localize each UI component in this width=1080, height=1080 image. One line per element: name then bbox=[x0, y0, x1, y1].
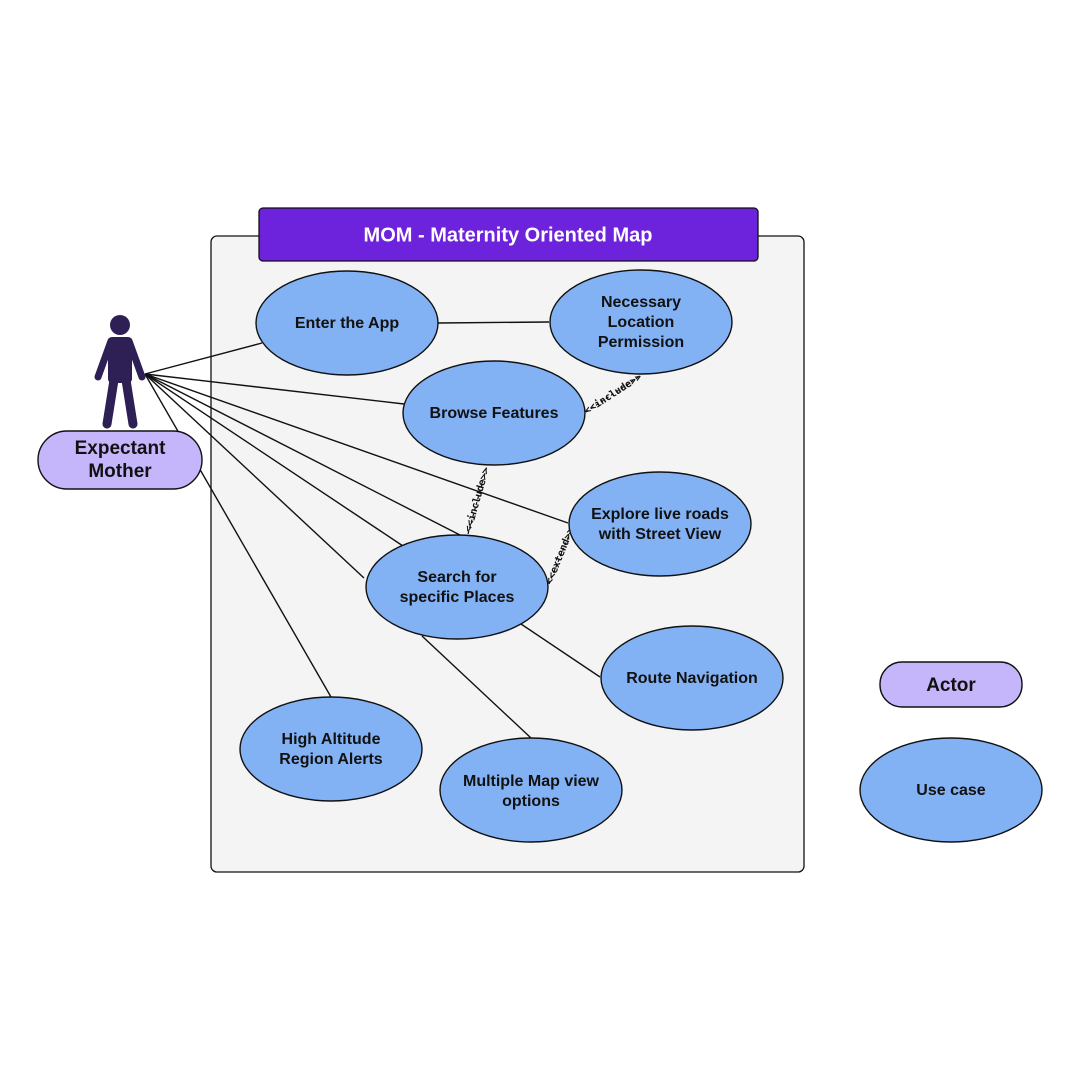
use-case-enter-app[interactable]: Enter the App bbox=[255, 270, 439, 376]
associations bbox=[144, 342, 569, 698]
use-case-high-altitude[interactable]: High Altitude Region Alerts bbox=[239, 696, 423, 802]
dependency-links bbox=[467, 375, 641, 585]
use-case-street-view[interactable]: Explore live roads with Street View bbox=[568, 471, 752, 577]
use-case-label: with Street View bbox=[598, 526, 722, 543]
actor-figure-icon bbox=[94, 315, 146, 429]
use-case-browse-features[interactable]: Browse Features bbox=[402, 360, 586, 466]
use-case-route-navigation[interactable]: Route Navigation bbox=[600, 625, 784, 731]
assoc-search-places-c bbox=[144, 373, 365, 579]
use-case-label: High Altitude bbox=[282, 731, 381, 748]
use-case-label: Explore live roads bbox=[591, 506, 729, 523]
link-search-mapviews bbox=[421, 635, 532, 739]
assoc-enter-app bbox=[144, 342, 263, 375]
use-case-location-permission[interactable]: Necessary Location Permission bbox=[549, 269, 733, 375]
use-case-label: options bbox=[502, 793, 560, 810]
legend-actor-label: Actor bbox=[926, 675, 976, 696]
use-case-label: Multiple Map view bbox=[463, 773, 600, 790]
use-case-label: specific Places bbox=[400, 589, 515, 606]
legend-use-case-label: Use case bbox=[916, 782, 985, 799]
assoc-search-places-b bbox=[144, 373, 404, 547]
use-case-search-places[interactable]: Search for specific Places bbox=[365, 534, 549, 640]
link-search-route bbox=[520, 623, 601, 678]
assoc-search-places-a bbox=[144, 373, 461, 536]
use-case-links bbox=[421, 321, 601, 739]
include-permission-line bbox=[585, 375, 641, 413]
use-case-map-views[interactable]: Multiple Map view options bbox=[439, 737, 623, 843]
actor-label: Expectant bbox=[75, 438, 166, 459]
legend-use-case: Use case bbox=[859, 737, 1043, 843]
extend-street-view-line bbox=[548, 527, 573, 585]
assoc-street-view bbox=[144, 373, 569, 524]
use-case-label: Permission bbox=[598, 334, 684, 351]
use-case-label: Browse Features bbox=[430, 405, 559, 422]
use-case-label: Region Alerts bbox=[279, 751, 383, 768]
assoc-browse-features bbox=[144, 373, 405, 405]
assoc-high-altitude bbox=[144, 373, 332, 698]
use-case-label: Search for bbox=[417, 569, 496, 586]
legend-actor: Actor bbox=[879, 661, 1023, 708]
use-case-label: Location bbox=[608, 314, 675, 331]
link-enter-permission bbox=[437, 321, 550, 324]
actor-label: Mother bbox=[88, 461, 152, 482]
use-case-label: Enter the App bbox=[295, 315, 400, 332]
actor-expectant-mother[interactable]: Expectant Mother bbox=[37, 430, 203, 490]
system-title-bar bbox=[258, 207, 759, 262]
system-title: MOM - Maternity Oriented Map bbox=[364, 224, 653, 246]
use-case-label: Route Navigation bbox=[626, 670, 758, 687]
use-case-label: Necessary bbox=[601, 294, 681, 311]
